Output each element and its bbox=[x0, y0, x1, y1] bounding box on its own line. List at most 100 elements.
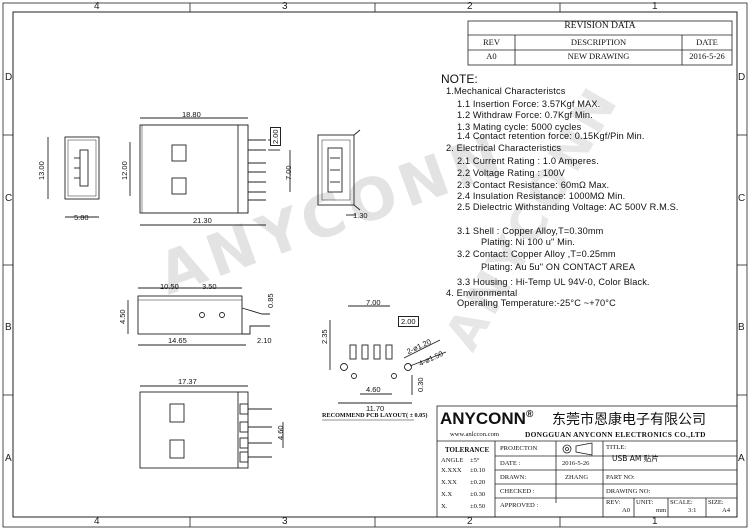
tolerance-x-value: ±0.30 bbox=[470, 491, 486, 498]
title-block-grid bbox=[436, 405, 738, 518]
title-value: USB AM 贴片 bbox=[612, 454, 659, 463]
zone-left-b: B bbox=[5, 322, 12, 333]
zone-bottom-3: 3 bbox=[282, 516, 288, 527]
dim-bottom-len: 17.37 bbox=[178, 377, 197, 386]
zone-right-b: B bbox=[738, 322, 745, 333]
company-name-cn: 东莞市恩康电子有限公司 bbox=[552, 412, 706, 428]
dim-top-inner: 12.00 bbox=[120, 161, 129, 180]
note-line: 1.3 Mating cycle: 5000 cycles bbox=[457, 122, 582, 132]
scale-label: SCALE: bbox=[670, 499, 693, 506]
tolerance-int-key: X. bbox=[441, 503, 448, 510]
dim-top-pitch: 2.00 bbox=[270, 127, 281, 146]
title-label: TITLE: bbox=[606, 444, 627, 451]
note-line: 3.2 Contact: Copper Alloy ,T=0.25mm bbox=[457, 249, 616, 259]
top-view-outline bbox=[47, 117, 291, 226]
tolerance-int-value: ±0.50 bbox=[470, 503, 486, 510]
zone-left-c: C bbox=[5, 193, 13, 204]
zone-top-2: 2 bbox=[467, 1, 473, 12]
zone-bottom-4: 4 bbox=[94, 516, 100, 527]
dim-side-a: 10.50 bbox=[160, 282, 179, 291]
size-label: SIZE: bbox=[708, 499, 724, 506]
brand-registered-mark: ® bbox=[525, 409, 534, 420]
rev-label: REV: bbox=[606, 499, 621, 506]
dim-end-offset: 1.30 bbox=[353, 211, 368, 220]
tolerance-xx-key: X.XX bbox=[441, 479, 457, 486]
zone-bottom-1: 1 bbox=[652, 516, 658, 527]
scale-value: 3:1 bbox=[688, 507, 697, 514]
revision-date-value: 2016-5-26 bbox=[689, 51, 725, 61]
dim-pcb-s: 4.60 bbox=[366, 385, 381, 394]
date-value: 2016-5-26 bbox=[562, 460, 590, 467]
note-line: 3.3 Housing : Hi-Temp UL 94V-0, Color Bl… bbox=[457, 277, 650, 287]
projection-label: PROJECTON bbox=[500, 445, 538, 452]
dim-top-lead: 5.80 bbox=[74, 213, 89, 222]
dim-pcb-t: 0.30 bbox=[416, 377, 425, 392]
note-line: 1.2 Withdraw Force: 0.7Kgf Min. bbox=[457, 110, 593, 120]
revision-rev-value: A0 bbox=[486, 51, 497, 61]
company-website: www.anlccon.com bbox=[450, 431, 500, 438]
dim-pcb-p: 2.00 bbox=[398, 316, 419, 327]
bottom-view-outline bbox=[139, 385, 284, 469]
revision-table bbox=[467, 20, 733, 66]
note-line: 2.1 Current Rating : 1.0 Amperes. bbox=[457, 156, 599, 166]
zone-left-a: A bbox=[5, 453, 12, 464]
dim-side-tail: 2.10 bbox=[257, 336, 272, 345]
tolerance-angle-value: ±5° bbox=[470, 457, 480, 464]
dim-top-length: 21.30 bbox=[193, 216, 212, 225]
unit-value: mm bbox=[656, 507, 667, 514]
drawing-number-label: DRAWING NO: bbox=[606, 488, 651, 495]
pcb-layout-caption: RECOMMEND PCB LAYOUT( ± 0.05) bbox=[322, 412, 428, 419]
note-line: 3.1 Shell : Copper Alloy,T=0.30mm bbox=[457, 226, 604, 236]
part-number-label: PART NO: bbox=[606, 474, 635, 481]
dim-pcb-total: 11.70 bbox=[366, 404, 385, 413]
note-line: 2.4 Insulation Resistance: 1000MΩ Min. bbox=[457, 191, 626, 201]
brand-logo: ANYCONN® bbox=[440, 409, 533, 429]
zone-top-3: 3 bbox=[282, 1, 288, 12]
checked-label: CHECKED : bbox=[500, 488, 535, 495]
revision-header-date: DATE bbox=[696, 37, 718, 47]
dim-side-len: 14.65 bbox=[168, 336, 187, 345]
rev-value: A0 bbox=[622, 507, 631, 514]
dim-side-b: 3.50 bbox=[202, 282, 217, 291]
note-line: 1.1 Insertion Force: 3.57Kgf MAX. bbox=[457, 99, 601, 109]
tolerance-xxx-key: X.XXX bbox=[441, 467, 462, 474]
brand-name: ANYCONN bbox=[440, 409, 526, 428]
notes-title: NOTE: bbox=[441, 72, 478, 86]
pcb-layout-outline bbox=[322, 305, 447, 421]
zone-right-d: D bbox=[738, 72, 746, 83]
zone-top-4: 4 bbox=[94, 1, 100, 12]
note-line: 4. Environmental bbox=[446, 288, 518, 298]
side-view-outline bbox=[127, 287, 270, 346]
unit-label: UNIT: bbox=[636, 499, 654, 506]
note-line: Operaling Temperature:-25°C ~+70°C bbox=[457, 298, 616, 308]
zone-bottom-2: 2 bbox=[467, 516, 473, 527]
date-label: DATE : bbox=[500, 460, 521, 467]
dim-top-height: 13.00 bbox=[37, 161, 46, 180]
dim-side-h: 4.50 bbox=[118, 309, 127, 324]
zone-top-1: 1 bbox=[652, 1, 658, 12]
dim-top-span: 7.00 bbox=[284, 165, 293, 180]
revision-description-value: NEW DRAWING bbox=[567, 51, 630, 61]
tolerance-x-key: X.X bbox=[441, 491, 453, 498]
zone-left-d: D bbox=[5, 72, 13, 83]
size-value: A4 bbox=[722, 507, 731, 514]
revision-title: REVISION DATA bbox=[564, 21, 636, 31]
drawn-label: DRAWN: bbox=[500, 474, 527, 481]
note-line: 2. Electrical Characteristics bbox=[446, 143, 562, 153]
note-line: 1.Mechanical Characteristcs bbox=[446, 86, 566, 96]
tolerance-xx-value: ±0.20 bbox=[470, 479, 486, 486]
note-line: 1.4 Contact retention force: 0.15Kgf/Pin… bbox=[457, 131, 645, 141]
note-line: 2.5 Dielectric Withstanding Voltage: AC … bbox=[457, 202, 679, 212]
revision-header-rev: REV bbox=[483, 37, 500, 47]
tolerance-angle-key: ANGLE bbox=[441, 457, 464, 464]
end-view-outline bbox=[317, 129, 361, 216]
zone-right-a: A bbox=[738, 453, 745, 464]
tolerance-xxx-value: ±0.10 bbox=[470, 467, 486, 474]
note-line: 2.2 Voltage Rating : 100V bbox=[457, 168, 565, 178]
tolerance-label: TOLERANCE bbox=[445, 446, 490, 454]
note-line: Plating: Ni 100 u" Min. bbox=[481, 237, 576, 247]
revision-header-description: DESCRIPTION bbox=[570, 37, 627, 47]
drawn-value: ZHANG bbox=[565, 474, 589, 481]
